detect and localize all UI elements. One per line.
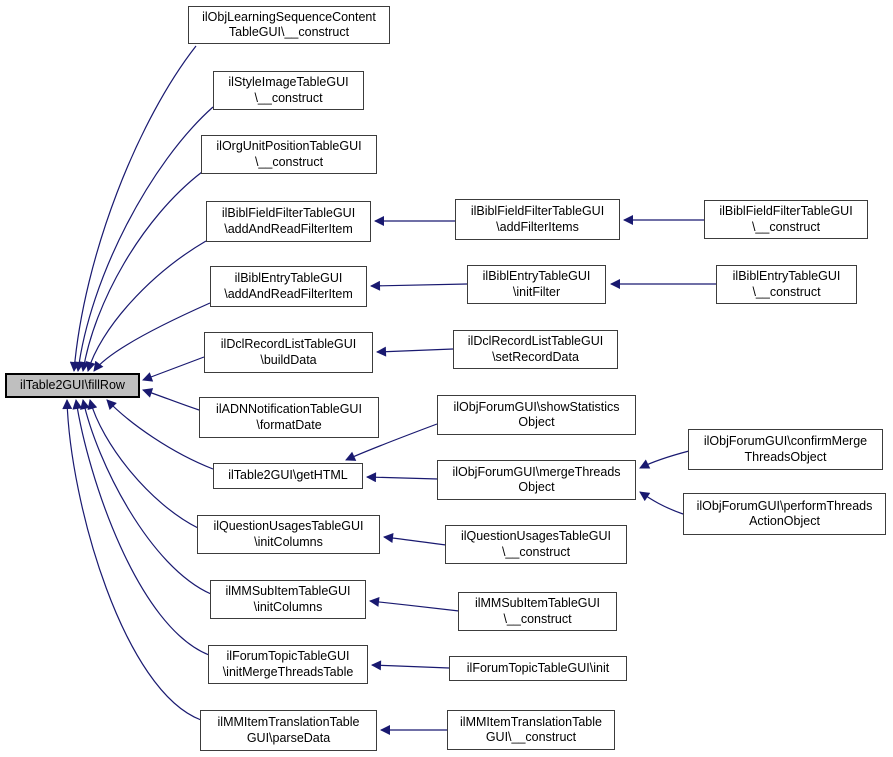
edge-confirmmerge-to-mergethreads: [639, 450, 690, 469]
node-label: ActionObject: [749, 514, 820, 528]
node-label: ilObjLearningSequenceContent: [202, 9, 376, 24]
node-orgunitposition-construct[interactable]: ilOrgUnitPositionTableGUI \__construct: [201, 135, 377, 174]
node-label: ilBiblEntryTableGUI: [482, 269, 591, 283]
edge-showstatistics-to-gethtml: [345, 423, 438, 461]
node-forumtopic-initmergethreadstable[interactable]: ilForumTopicTableGUI \initMergeThreadsTa…: [208, 645, 368, 684]
node-styleimage-construct[interactable]: ilStyleImageTableGUI \__construct: [213, 71, 364, 110]
edge-biblentry-addread-to-fillrow: [93, 302, 211, 372]
node-label: ilForumTopicTableGUI: [226, 649, 350, 663]
node-label: ilStyleImageTableGUI: [228, 75, 349, 89]
edge-mmsubitem-construct-to-initcolumns: [369, 596, 460, 612]
node-label: \formatDate: [256, 417, 322, 432]
node-label: ilMMSubItemTableGUI: [474, 596, 601, 610]
node-questionusages-initcolumns[interactable]: ilQuestionUsagesTableGUI \initColumns: [197, 515, 380, 554]
node-label: \__construct: [752, 284, 821, 299]
node-label: Object: [518, 480, 555, 494]
node-label: \addFilterItems: [496, 219, 579, 234]
node-label: ilDclRecordListTableGUI: [467, 334, 604, 348]
node-mmitemtranslation-parsedata[interactable]: ilMMItemTranslationTable GUI\parseData: [200, 710, 377, 751]
node-learningsequencecontent-construct[interactable]: ilObjLearningSequenceContent TableGUI\__…: [188, 6, 390, 44]
node-gethtml[interactable]: ilTable2GUI\getHTML: [213, 463, 363, 489]
node-label: ilObjForumGUI\mergeThreads: [452, 464, 621, 479]
node-label: \buildData: [260, 352, 317, 367]
node-label: ilForumTopicTableGUI\init: [466, 660, 610, 675]
node-label: ilObjForumGUI\showStatistics: [453, 399, 620, 414]
node-biblfieldfilter-addandreadfilteritem[interactable]: ilBiblFieldFilterTableGUI \addAndReadFil…: [206, 201, 371, 242]
node-biblfieldfilter-addfilteritems[interactable]: ilBiblFieldFilterTableGUI \addFilterItem…: [455, 199, 620, 240]
node-label: ilObjForumGUI\confirmMerge: [703, 434, 868, 448]
edge-mmitemtrans-parsedata-to-fillrow: [62, 399, 202, 721]
node-label: ilOrgUnitPositionTableGUI: [216, 139, 362, 153]
node-label: ilMMItemTranslationTable: [217, 715, 360, 729]
node-label: GUI\__construct: [485, 730, 577, 744]
node-label: \__construct: [501, 544, 571, 559]
node-label: ilBiblFieldFilterTableGUI: [221, 206, 356, 220]
node-label: ilBiblFieldFilterTableGUI: [470, 204, 605, 218]
edge-adn-formatdate-to-fillrow: [142, 388, 200, 411]
node-label: \initFilter: [512, 284, 561, 299]
node-label: \initColumns: [254, 534, 323, 549]
node-objforum-showstatisticsobject[interactable]: ilObjForumGUI\showStatistics Object: [437, 395, 636, 435]
edge-biblfieldfilter-addread-to-fillrow: [85, 240, 207, 372]
node-label: ilDclRecordListTableGUI: [220, 337, 357, 351]
node-adnnotification-formatdate[interactable]: ilADNNotificationTableGUI \formatDate: [199, 397, 379, 438]
edge-performthreads-to-mergethreads: [639, 491, 684, 515]
edge-questionusages-initcolumns-to-fillrow: [87, 399, 199, 529]
node-label: ilBiblEntryTableGUI: [732, 269, 841, 283]
edge-gethtml-to-fillrow: [106, 399, 214, 470]
node-objforum-confirmmergethreadsobject[interactable]: ilObjForumGUI\confirmMerge ThreadsObject: [688, 429, 883, 470]
edge-questionusages-construct-to-initcolumns: [383, 533, 447, 546]
node-label: Object: [518, 415, 555, 429]
node-mmsubitem-initcolumns[interactable]: ilMMSubItemTableGUI \initColumns: [210, 580, 366, 619]
node-label: \__construct: [503, 611, 572, 626]
node-dclrecordlist-setrecorddata[interactable]: ilDclRecordListTableGUI \setRecordData: [453, 330, 618, 369]
edge-forumtopic-initmerge-to-fillrow: [72, 399, 210, 656]
node-label: \initColumns: [253, 599, 323, 614]
node-forumtopic-init[interactable]: ilForumTopicTableGUI\init: [449, 656, 627, 681]
node-dclrecordlist-builddata[interactable]: ilDclRecordListTableGUI \buildData: [204, 332, 373, 373]
edge-orgunit-construct-to-fillrow: [79, 171, 203, 372]
edge-lsc-construct-to-fillrow: [69, 45, 197, 372]
edge-setrecorddata-to-builddata: [376, 346, 454, 357]
node-objforum-performthreadsactionobject[interactable]: ilObjForumGUI\performThreads ActionObjec…: [683, 493, 886, 535]
node-label: \addAndReadFilterItem: [224, 221, 353, 236]
node-label: ilBiblEntryTableGUI: [234, 271, 343, 285]
node-label: GUI\parseData: [246, 730, 331, 745]
node-label: ilTable2GUI\getHTML: [228, 468, 348, 483]
node-biblentry-construct[interactable]: ilBiblEntryTableGUI \__construct: [716, 265, 857, 304]
node-label: ilMMSubItemTableGUI: [225, 584, 351, 598]
node-label: ilBiblFieldFilterTableGUI: [719, 204, 853, 218]
node-mmitemtranslation-construct[interactable]: ilMMItemTranslationTable GUI\__construct: [447, 710, 615, 750]
node-biblentry-addandreadfilteritem[interactable]: ilBiblEntryTableGUI \addAndReadFilterIte…: [210, 266, 367, 307]
node-label: ilObjForumGUI\performThreads: [696, 498, 873, 513]
edge-dclrecord-builddata-to-fillrow: [142, 356, 205, 382]
node-label: \addAndReadFilterItem: [224, 286, 353, 301]
edge-initfilter-to-addread: [370, 280, 468, 291]
node-label: ilQuestionUsagesTableGUI: [213, 519, 364, 533]
node-label: \initMergeThreadsTable: [222, 664, 354, 679]
edge-mergethreads-to-gethtml: [366, 472, 439, 483]
edge-mmsubitem-initcolumns-to-fillrow: [80, 399, 212, 595]
edge-styleimage-construct-to-fillrow: [74, 106, 214, 372]
node-label: \__construct: [254, 90, 323, 105]
node-label: \__construct: [254, 154, 324, 169]
node-label: \setRecordData: [492, 349, 579, 364]
edge-forumtopic-init-to-initmerge: [371, 660, 450, 671]
node-label: TableGUI\__construct: [228, 25, 350, 39]
node-mmsubitem-construct[interactable]: ilMMSubItemTableGUI \__construct: [458, 592, 617, 631]
node-label: ThreadsObject: [744, 449, 827, 464]
node-biblfieldfilter-construct[interactable]: ilBiblFieldFilterTableGUI \__construct: [704, 200, 868, 239]
node-label: ilADNNotificationTableGUI: [216, 402, 362, 416]
node-label: \__construct: [751, 219, 821, 234]
node-label: ilMMItemTranslationTable: [460, 714, 602, 729]
node-label: ilQuestionUsagesTableGUI: [460, 529, 612, 543]
node-biblentry-initfilter[interactable]: ilBiblEntryTableGUI \initFilter: [467, 265, 606, 304]
node-fillrow[interactable]: ilTable2GUI\fillRow: [5, 373, 140, 398]
node-label: ilTable2GUI\fillRow: [20, 377, 125, 392]
node-questionusages-construct[interactable]: ilQuestionUsagesTableGUI \__construct: [445, 525, 627, 564]
node-objforum-mergethreadsobject[interactable]: ilObjForumGUI\mergeThreads Object: [437, 460, 636, 500]
